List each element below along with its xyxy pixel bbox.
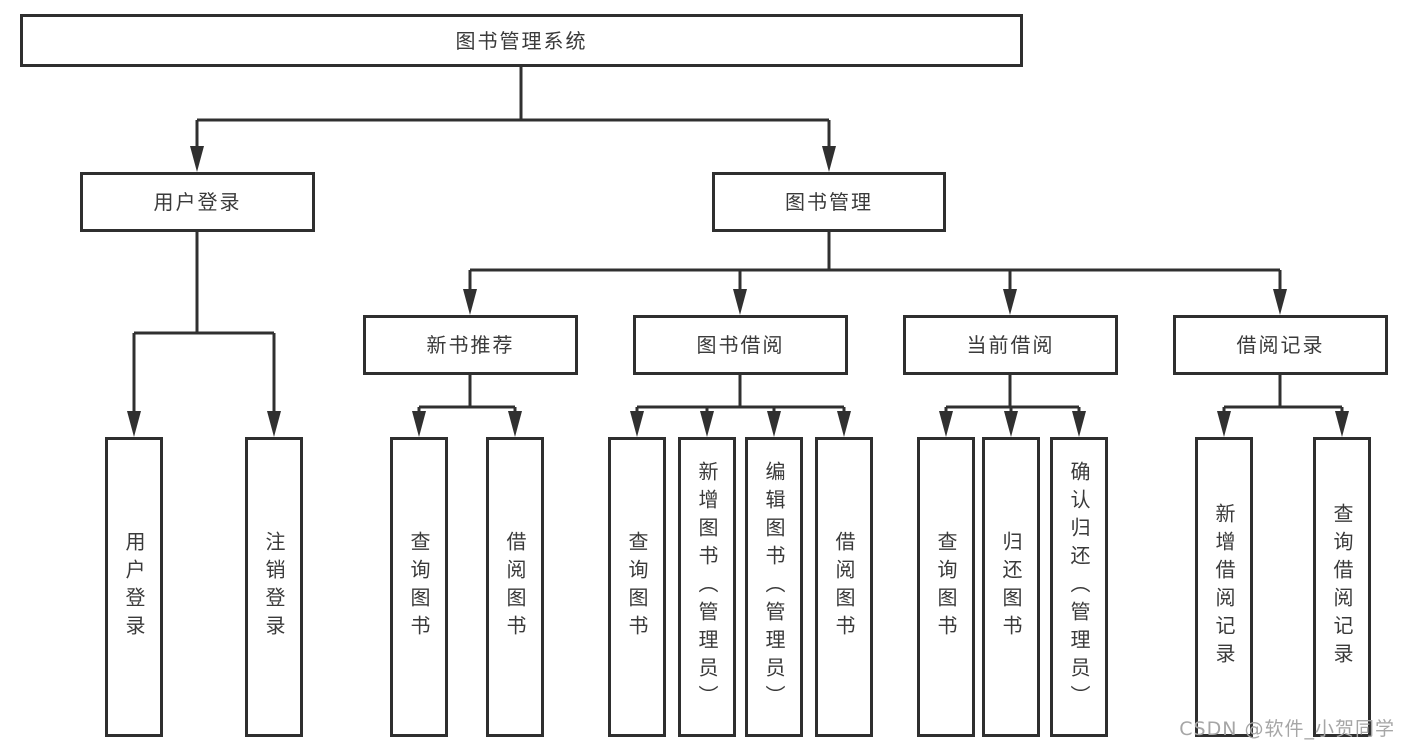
- leaf-edit-book-admin: 编辑图书（管理员）: [745, 437, 803, 737]
- leaf-borrow-books-recommend: 借阅图书: [486, 437, 544, 737]
- node-label: 注销登录: [262, 531, 286, 643]
- node-label: 图书借阅: [696, 333, 785, 357]
- node-label: 查询图书: [625, 531, 649, 643]
- leaf-add-borrow-record: 新增借阅记录: [1195, 437, 1253, 737]
- leaf-query-borrow-record: 查询借阅记录: [1313, 437, 1371, 737]
- node-label: 新书推荐: [426, 333, 515, 357]
- node-label: 查询借阅记录: [1330, 503, 1354, 671]
- node-label: 图书管理: [785, 190, 873, 214]
- node-label: 借阅记录: [1236, 333, 1325, 357]
- leaf-query-books-recommend: 查询图书: [390, 437, 448, 737]
- leaf-add-book-admin: 新增图书（管理员）: [678, 437, 736, 737]
- node-label: 用户登录: [122, 531, 146, 643]
- node-label: 当前借阅: [966, 333, 1055, 357]
- node-label: 新增借阅记录: [1212, 503, 1236, 671]
- node-current-borrowing: 当前借阅: [903, 315, 1118, 375]
- node-book-management: 图书管理: [712, 172, 946, 232]
- leaf-confirm-return-admin: 确认归还（管理员）: [1050, 437, 1108, 737]
- node-root: 图书管理系统: [20, 14, 1023, 67]
- node-label: 借阅图书: [503, 531, 527, 643]
- node-label: 查询图书: [407, 531, 431, 643]
- node-book-borrowing: 图书借阅: [633, 315, 848, 375]
- node-label: 确认归还（管理员）: [1067, 461, 1091, 713]
- watermark: CSDN @软件_小贺同学: [1179, 718, 1395, 740]
- node-label: 编辑图书（管理员）: [762, 461, 786, 713]
- leaf-user-login: 用户登录: [105, 437, 163, 737]
- leaf-query-books-current: 查询图书: [917, 437, 975, 737]
- node-user-login-branch: 用户登录: [80, 172, 315, 232]
- node-label: 归还图书: [999, 531, 1023, 643]
- node-borrowing-records: 借阅记录: [1173, 315, 1388, 375]
- node-label: 图书管理系统: [455, 28, 588, 53]
- leaf-logout: 注销登录: [245, 437, 303, 737]
- leaf-borrow-books-borrowing: 借阅图书: [815, 437, 873, 737]
- node-label: 新增图书（管理员）: [695, 461, 719, 713]
- node-label: 借阅图书: [832, 531, 856, 643]
- node-label: 查询图书: [934, 531, 958, 643]
- leaf-return-books: 归还图书: [982, 437, 1040, 737]
- leaf-query-books-borrowing: 查询图书: [608, 437, 666, 737]
- node-new-book-recommendation: 新书推荐: [363, 315, 578, 375]
- node-label: 用户登录: [153, 190, 242, 214]
